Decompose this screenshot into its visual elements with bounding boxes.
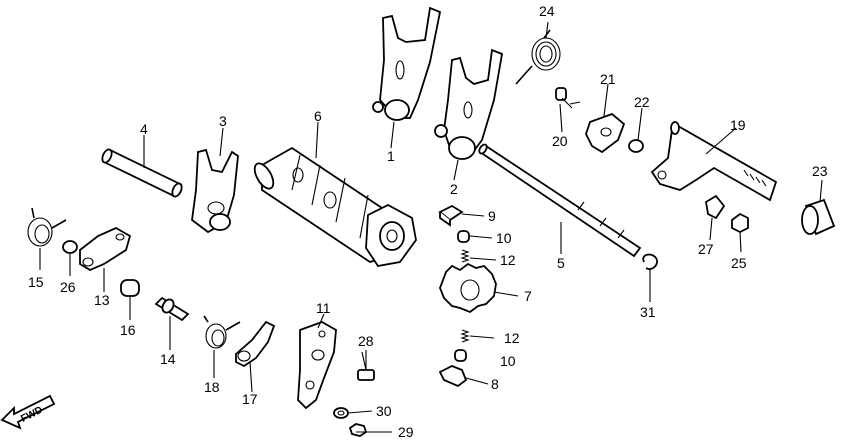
callout-11: 11 — [316, 300, 331, 316]
pin-bolt-20 — [555, 87, 581, 109]
callout-14: 14 — [160, 351, 176, 367]
collar-23 — [801, 198, 836, 236]
spring-15 — [27, 207, 67, 247]
callout-31: 31 — [640, 304, 656, 320]
nut-25 — [731, 212, 749, 234]
callout-10b: 10 — [500, 353, 516, 369]
callout-29: 29 — [398, 424, 414, 440]
arm-13 — [79, 226, 132, 272]
plate-27 — [705, 194, 726, 220]
callout-23: 23 — [812, 163, 828, 179]
callout-3: 3 — [219, 113, 227, 129]
callout-30: 30 — [376, 403, 392, 419]
callout-2: 2 — [450, 181, 458, 197]
callout-25: 25 — [731, 255, 747, 271]
shift-spindle-5 — [478, 143, 642, 258]
forward-arrow-icon: FWD — [0, 394, 56, 430]
shift-fork-1 — [372, 6, 442, 121]
fork-shaft-4 — [101, 148, 183, 198]
callout-5: 5 — [557, 255, 565, 271]
shift-fork-3 — [191, 148, 239, 234]
washer-30 — [333, 407, 349, 419]
spring-12-upper — [460, 249, 470, 263]
callout-16: 16 — [120, 322, 136, 338]
callout-7: 7 — [524, 288, 532, 304]
leader-lines — [39, 21, 823, 433]
callout-21: 21 — [600, 71, 616, 87]
callout-20: 20 — [552, 133, 568, 149]
callout-24: 24 — [539, 3, 555, 19]
stopper-8 — [438, 365, 468, 388]
forward-label: FWD — [19, 405, 44, 425]
callout-4: 4 — [140, 121, 148, 137]
callout-22: 22 — [634, 94, 650, 110]
callout-9: 9 — [488, 208, 496, 224]
callout-27: 27 — [698, 241, 714, 257]
cam-plate-7 — [439, 262, 497, 314]
arm-17 — [235, 320, 276, 368]
shift-fork-2 — [434, 48, 504, 160]
clip-31 — [642, 253, 658, 270]
callout-12b: 12 — [504, 330, 520, 346]
guide-block-9 — [438, 204, 464, 227]
washer-22 — [628, 139, 644, 153]
callout-labels: 1 2 3 4 5 6 7 8 9 10 10 11 12 12 13 14 1… — [28, 3, 828, 440]
pin-10-upper — [457, 230, 470, 243]
spring-18 — [203, 315, 241, 349]
gearshift-spindle-19 — [650, 121, 778, 202]
callout-15: 15 — [28, 274, 44, 290]
collar-16 — [120, 279, 140, 297]
callout-26: 26 — [60, 279, 76, 295]
callout-10a: 10 — [496, 230, 512, 246]
callout-28: 28 — [358, 333, 374, 349]
plate-21 — [585, 112, 626, 154]
callout-13: 13 — [94, 292, 110, 308]
callout-19: 19 — [730, 117, 746, 133]
callout-8: 8 — [491, 376, 499, 392]
callout-6: 6 — [314, 108, 322, 124]
nut-29 — [348, 423, 368, 437]
return-spring-24 — [515, 29, 561, 85]
callout-18: 18 — [204, 379, 220, 395]
callout-12a: 12 — [500, 252, 516, 268]
pin-14 — [154, 296, 190, 322]
pin-10-lower — [454, 349, 467, 362]
callout-17: 17 — [242, 391, 258, 407]
callout-1: 1 — [387, 148, 395, 164]
shift-drum-6 — [253, 146, 417, 267]
washer-26 — [62, 240, 78, 254]
stopper-plate-11 — [297, 321, 337, 410]
spring-12-lower — [460, 329, 470, 343]
